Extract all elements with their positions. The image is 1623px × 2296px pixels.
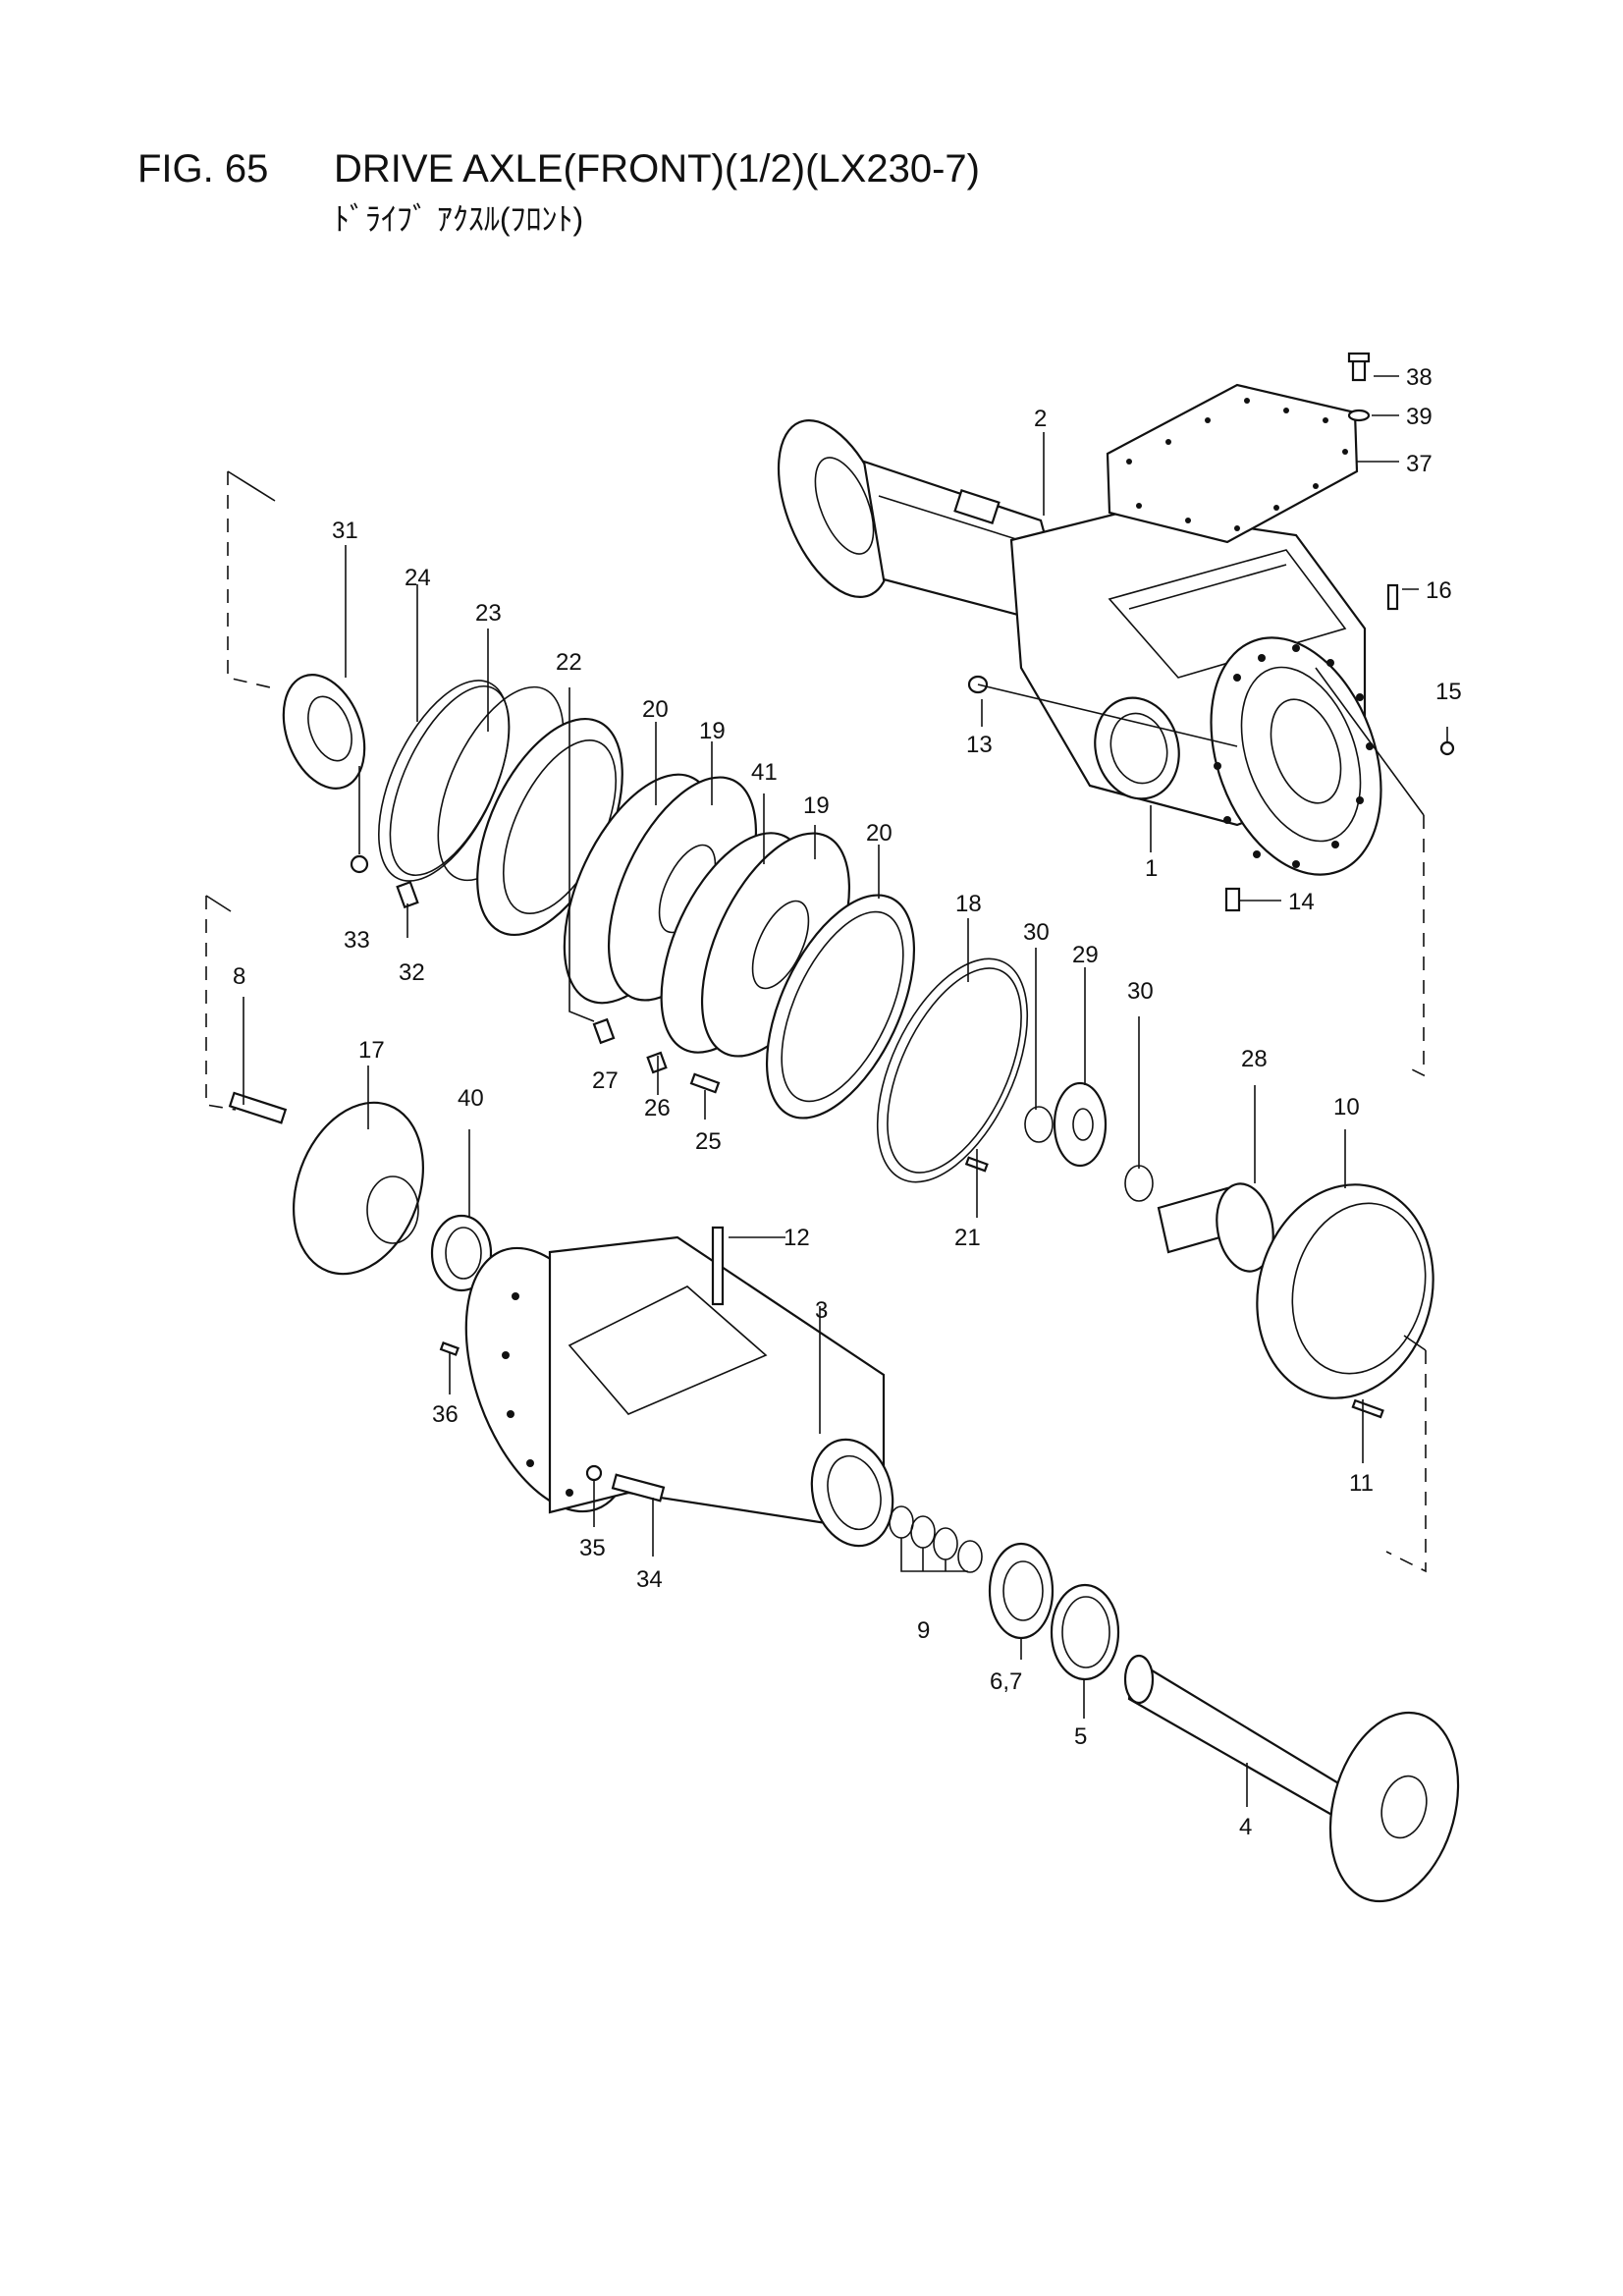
carrier-assembly — [228, 1091, 493, 1356]
axle-housing-lower — [464, 1226, 894, 1548]
callout-33: 33 — [344, 927, 370, 954]
callout-16: 16 — [1426, 577, 1452, 604]
callout-2: 2 — [1034, 406, 1047, 432]
callout-28: 28 — [1241, 1046, 1268, 1072]
callout-30: 30 — [1023, 919, 1050, 946]
cover-plate — [1106, 383, 1359, 544]
callout-29: 29 — [1072, 942, 1099, 968]
callout-35: 35 — [579, 1535, 606, 1561]
callout-9: 9 — [917, 1617, 930, 1644]
callout-23: 23 — [475, 600, 502, 627]
callout-10: 10 — [1333, 1094, 1360, 1121]
axle-housing-upper — [777, 419, 1382, 876]
figure-title: DRIVE AXLE(FRONT)(1/2)(LX230-7) — [334, 147, 980, 191]
figure-number: FIG. 65 — [137, 147, 269, 191]
callout-15: 15 — [1435, 679, 1462, 705]
callout-31: 31 — [332, 518, 358, 544]
callout-41: 41 — [751, 759, 778, 786]
callout-20: 20 — [642, 696, 669, 723]
brake-stack — [282, 674, 1029, 1183]
callout-19: 19 — [699, 718, 726, 744]
callout-19: 19 — [803, 793, 830, 819]
callout-25: 25 — [695, 1128, 722, 1155]
callout-38: 38 — [1406, 364, 1433, 391]
callout-40: 40 — [458, 1085, 484, 1112]
callout-3: 3 — [815, 1297, 828, 1324]
callout-8: 8 — [233, 963, 245, 990]
callout-27: 27 — [592, 1067, 619, 1094]
callout-12: 12 — [784, 1225, 810, 1251]
callout-37: 37 — [1406, 451, 1433, 477]
callout-14: 14 — [1288, 889, 1315, 915]
small-parts-middle — [350, 854, 1154, 1202]
callout-30: 30 — [1127, 978, 1154, 1005]
ring-gear-assembly — [1157, 1182, 1434, 1419]
axle-shaft-assembly — [889, 1505, 1460, 1903]
leader-lines — [205, 375, 1448, 1807]
callout-labels: 38 39 37 2 16 15 13 1 14 31 24 23 22 20 … — [233, 364, 1462, 1840]
callout-17: 17 — [358, 1037, 385, 1064]
callout-11: 11 — [1349, 1470, 1374, 1497]
callout-21: 21 — [954, 1225, 981, 1251]
callout-32: 32 — [399, 959, 425, 986]
callout-36: 36 — [432, 1401, 459, 1428]
callout-1: 1 — [1145, 855, 1158, 882]
callout-20: 20 — [866, 820, 893, 847]
callout-26: 26 — [644, 1095, 671, 1121]
callout-6-7: 6,7 — [990, 1668, 1022, 1695]
callout-22: 22 — [556, 649, 582, 676]
callout-5: 5 — [1074, 1723, 1087, 1750]
callout-39: 39 — [1406, 404, 1433, 430]
callout-34: 34 — [636, 1566, 663, 1593]
callout-4: 4 — [1239, 1814, 1252, 1840]
figure-subtitle: ﾄﾞﾗｲﾌﾞ ｱｸｽﾙ(ﾌﾛﾝﾄ) — [334, 201, 584, 237]
callout-18: 18 — [955, 891, 982, 917]
callout-13: 13 — [966, 732, 993, 758]
callout-24: 24 — [405, 565, 431, 591]
